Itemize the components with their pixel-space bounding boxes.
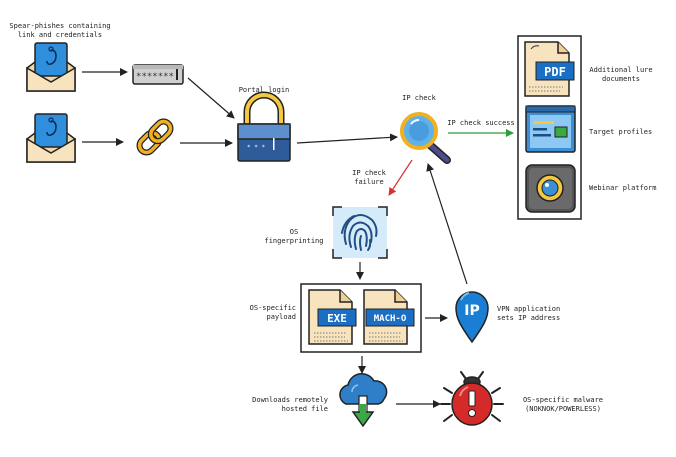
ip-check-success-label: IP check success [447, 119, 515, 127]
target-profile-window-icon [525, 105, 576, 153]
vpn-label: VPN application sets IP address [497, 305, 561, 322]
target-profiles-label: Target profiles [589, 128, 653, 136]
flow-arrows [82, 68, 514, 408]
spearphish-label: Spear-phishes containing link and creden… [9, 22, 111, 39]
phishing-email-icon-1 [26, 42, 76, 92]
pdf-label: PDF [544, 65, 566, 79]
macho-file-icon: MACH-O [363, 289, 415, 345]
ip-pin-label: IP [464, 303, 479, 319]
ip-check-label: IP check [402, 94, 436, 102]
malware-label: OS-specific malware (NOKNOK/POWERLESS) [522, 396, 604, 413]
fingerprint-icon [332, 206, 388, 259]
malware-bug-icon [440, 371, 504, 426]
os-fingerprinting-label: OS fingerprinting [264, 228, 324, 245]
svg-text:* * *: * * * [247, 144, 265, 151]
pdf-document-icon: PDF [524, 41, 575, 97]
macho-label: MACH-O [374, 314, 407, 324]
portal-login-label: Portal login [238, 86, 290, 94]
ip-location-pin-icon: IP [455, 291, 489, 344]
password-text: ******* [136, 72, 174, 82]
downloads-label: Downloads remotely hosted file [252, 396, 328, 413]
phishing-email-icon-2 [26, 113, 76, 163]
lure-docs-label: Additional lure documents [589, 66, 653, 83]
cloud-download-icon [339, 373, 388, 428]
exe-file-icon: EXE [308, 289, 357, 345]
webinar-camera-icon [525, 164, 576, 213]
password-field-icon: ******* [132, 64, 184, 85]
exe-label: EXE [327, 312, 347, 325]
link-chain-icon [136, 118, 174, 156]
portal-login-lock-icon: * * * [237, 91, 291, 162]
os-payload-label: OS-specific payload [249, 304, 296, 321]
ip-check-magnifier-icon [400, 112, 451, 164]
ip-check-failure-label: IP check failure [352, 169, 386, 186]
webinar-label: Webinar platform [589, 184, 657, 192]
